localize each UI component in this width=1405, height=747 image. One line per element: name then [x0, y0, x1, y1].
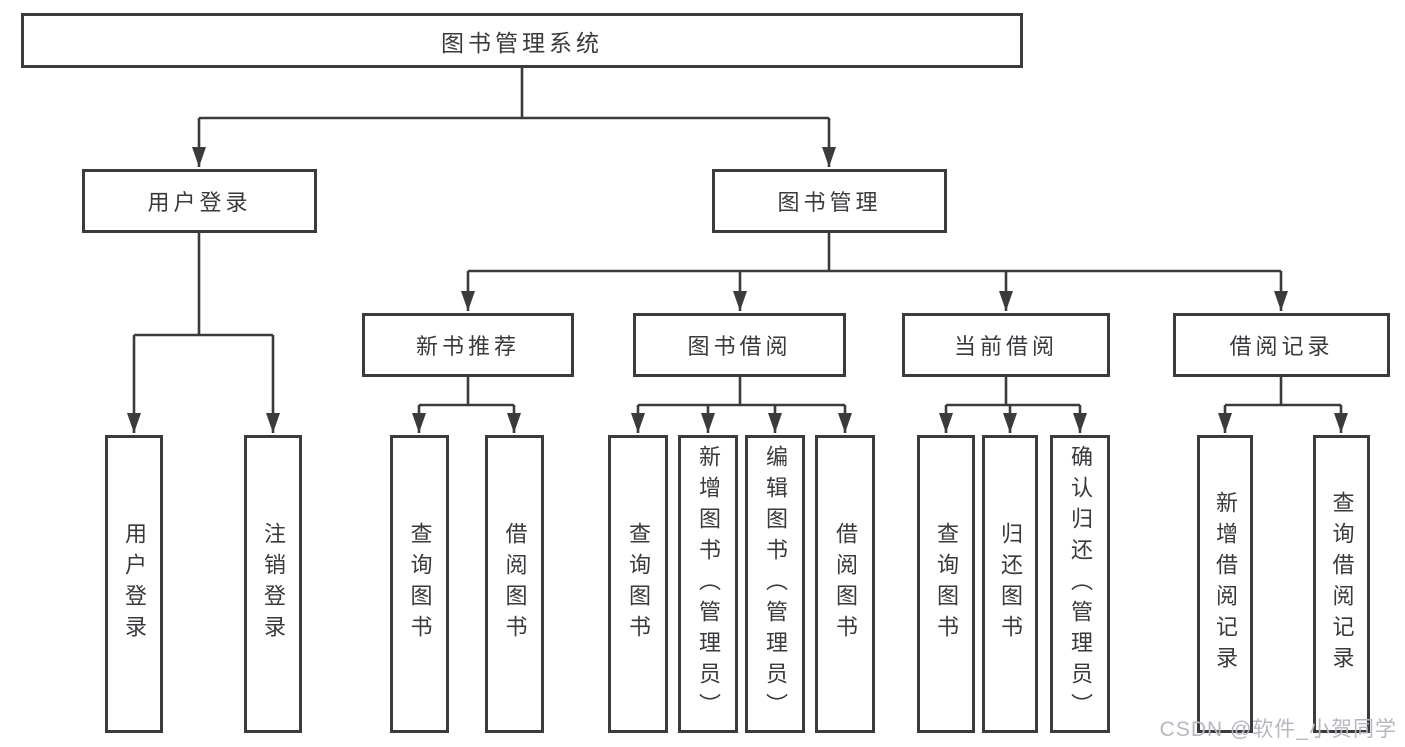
leaf-query-borrow-record: 查询借阅记录 — [1313, 435, 1370, 733]
node-label: 确认归还（管理员） — [1068, 444, 1093, 724]
leaf-borrow-books-recommend: 借阅图书 — [485, 435, 544, 733]
node-label: 图书借阅 — [687, 334, 792, 359]
node-label: 注销登录 — [261, 522, 286, 646]
node-label: 借阅图书 — [833, 522, 858, 646]
csdn-watermark: CSDN @软件_小贺同学 — [1159, 718, 1397, 741]
node-new-book-recommendation: 新书推荐 — [362, 313, 574, 377]
node-label: 查询图书 — [407, 522, 433, 646]
node-library-management-system: 图书管理系统 — [21, 13, 1023, 68]
node-label: 归还图书 — [998, 522, 1023, 646]
node-label: 编辑图书（管理员） — [763, 444, 788, 724]
leaf-query-books-recommend: 查询图书 — [390, 435, 449, 733]
node-label: 新书推荐 — [415, 334, 520, 359]
leaf-return-books: 归还图书 — [982, 435, 1038, 733]
node-book-borrowing: 图书借阅 — [633, 313, 846, 377]
node-label: 图书管理系统 — [441, 29, 603, 56]
node-label: 查询图书 — [934, 522, 959, 646]
node-current-borrowing: 当前借阅 — [902, 313, 1110, 377]
node-label: 借阅图书 — [502, 522, 528, 646]
node-label: 新增图书（管理员） — [696, 444, 721, 724]
leaf-borrow-books-borrowing: 借阅图书 — [815, 435, 875, 733]
leaf-user-login: 用户登录 — [105, 435, 163, 733]
node-label: 用户登录 — [147, 190, 252, 215]
node-label: 借阅记录 — [1229, 334, 1334, 359]
leaf-confirm-return-admin: 确认归还（管理员） — [1050, 435, 1110, 733]
leaf-edit-books-admin: 编辑图书（管理员） — [745, 435, 805, 733]
node-label: 图书管理 — [777, 190, 882, 215]
node-label: 查询图书 — [626, 522, 651, 646]
node-book-management: 图书管理 — [712, 169, 947, 233]
leaf-query-books-current: 查询图书 — [917, 435, 975, 733]
leaf-logout: 注销登录 — [244, 435, 302, 733]
node-borrowing-records: 借阅记录 — [1173, 313, 1390, 377]
node-user-login: 用户登录 — [82, 169, 317, 233]
leaf-add-books-admin: 新增图书（管理员） — [678, 435, 738, 733]
leaf-query-books-borrowing: 查询图书 — [608, 435, 668, 733]
leaf-add-borrow-record: 新增借阅记录 — [1197, 435, 1253, 733]
node-label: 新增借阅记录 — [1213, 491, 1238, 677]
node-label: 当前借阅 — [953, 334, 1058, 359]
node-label: 用户登录 — [122, 522, 147, 646]
node-label: 查询借阅记录 — [1329, 491, 1355, 677]
